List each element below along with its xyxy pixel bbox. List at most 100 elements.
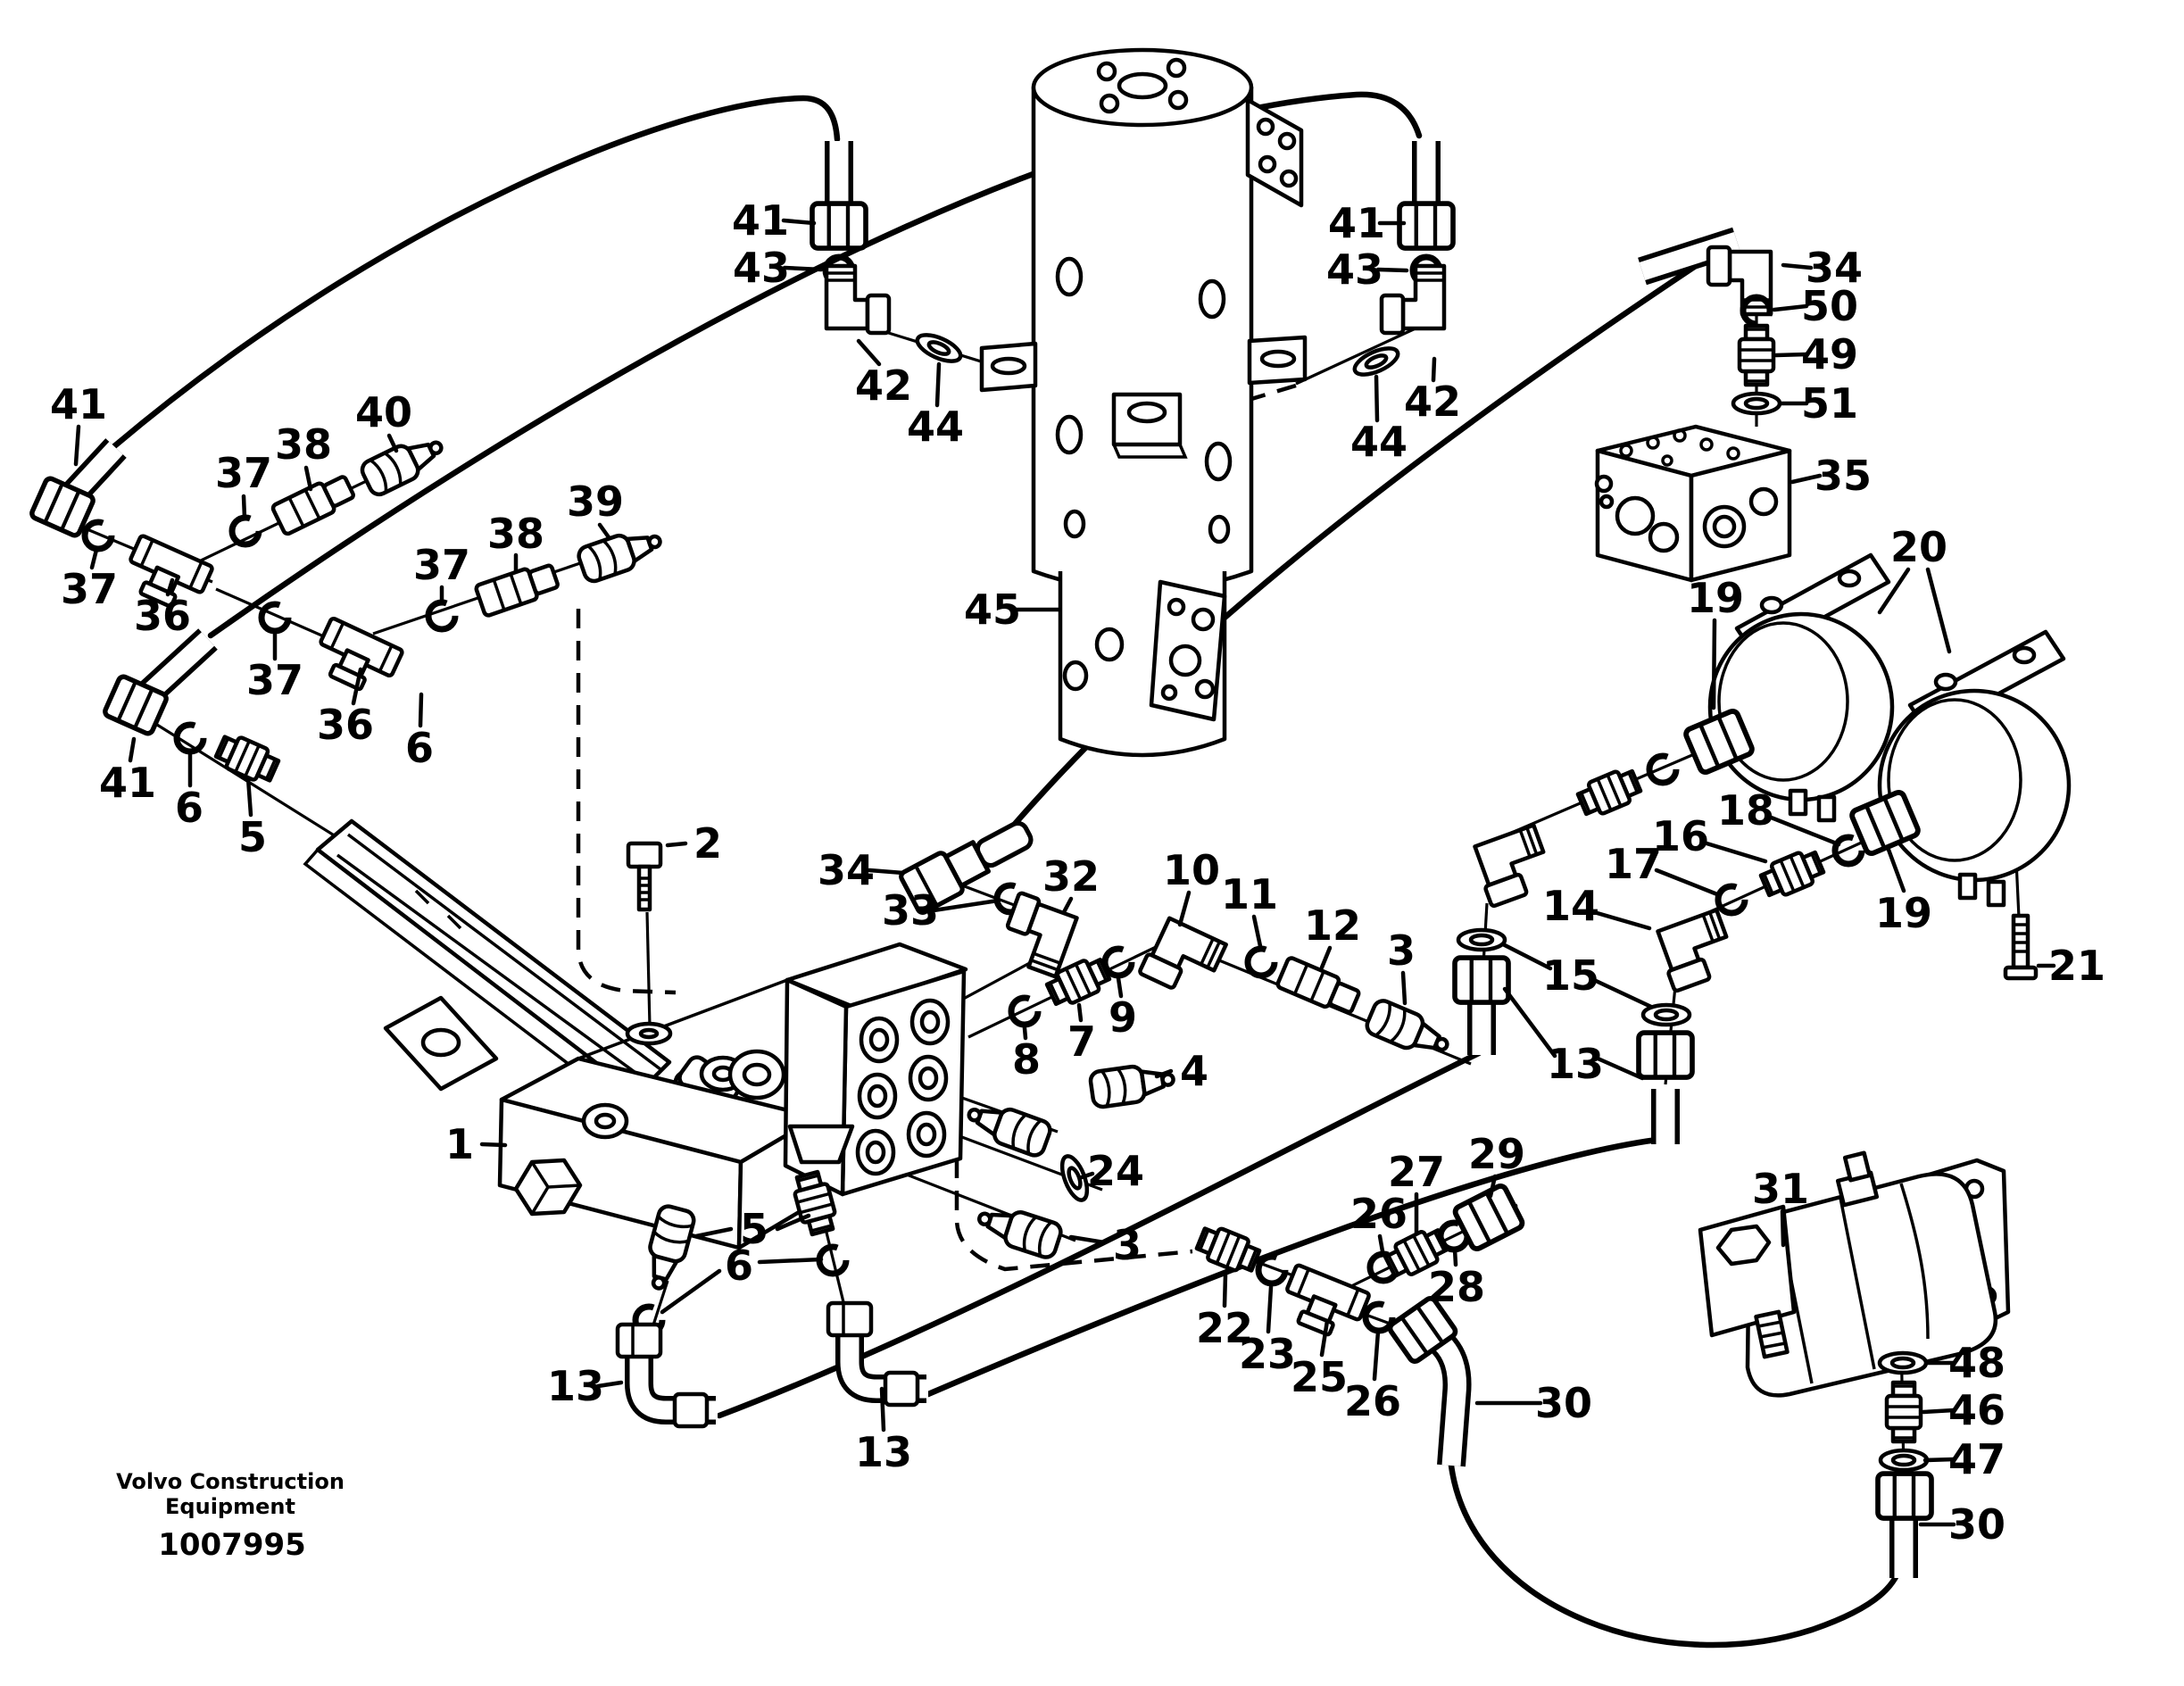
caption: Volvo Construction Equipment 1007995 [116, 1469, 345, 1563]
callout-leader-24 [1079, 1171, 1095, 1180]
callout-leader-10 [1177, 890, 1192, 927]
callout-leader-26 [1372, 1329, 1381, 1382]
diagram-graphic [1646, 436, 1660, 450]
diagram-graphic [1957, 872, 1978, 901]
callout-10: 10 [1163, 846, 1220, 894]
callout-41: 41 [50, 380, 107, 428]
callout-25: 25 [1291, 1353, 1348, 1401]
diagram-graphic [594, 1112, 617, 1130]
oring-37 [85, 522, 112, 549]
callout-leader-16 [1701, 840, 1768, 864]
callout-13: 13 [547, 1362, 604, 1410]
servo-cylinder [979, 47, 1308, 758]
callout-leader-17 [1654, 868, 1720, 897]
pressure-sensor-39 [577, 523, 666, 584]
callout-leader-5 [775, 1213, 811, 1232]
callout-leader-9 [1116, 976, 1124, 999]
hose-30-run [1448, 1462, 1906, 1649]
callout-41: 41 [99, 759, 156, 807]
pedal-valve-assembly [303, 818, 968, 1250]
diagram-graphic [918, 1066, 939, 1091]
diagram-graphic [1126, 401, 1167, 424]
callout-24: 24 [1087, 1147, 1144, 1195]
diagram-graphic [1594, 474, 1614, 494]
callout-37: 37 [215, 449, 272, 497]
diagram-graphic [576, 609, 677, 995]
callout-leader-4 [1154, 1068, 1174, 1079]
diagram-graphic [1839, 1197, 1876, 1370]
callout-leader-13 [879, 1386, 886, 1433]
washer-44 [914, 329, 964, 366]
diagram-graphic [916, 1122, 937, 1147]
callout-49: 49 [1801, 330, 1858, 378]
callout-leader-46 [1921, 1408, 1956, 1415]
elbow-nipple-42 [826, 266, 889, 333]
hose-stubs [61, 141, 1918, 1578]
callout-leader-41 [73, 424, 81, 467]
elbow-10 [1139, 917, 1226, 1001]
callout-18: 18 [1717, 786, 1774, 835]
callout-42: 42 [855, 361, 912, 410]
callout-20: 20 [1890, 523, 1947, 571]
pressure-sensor-4 [1090, 1061, 1176, 1108]
callout-30: 30 [1948, 1500, 2005, 1549]
brand-line2: Equipment [165, 1494, 295, 1519]
callout-leader-40 [386, 433, 399, 453]
diagram-graphic [1204, 441, 1233, 482]
callout-29: 29 [1468, 1130, 1525, 1178]
accumulator-sphere [1707, 611, 1895, 802]
callout-leader-3 [1400, 970, 1408, 1006]
pedal-plate [315, 818, 672, 1097]
callout-6: 6 [725, 1242, 753, 1290]
callout-51: 51 [1801, 379, 1858, 428]
diagram-graphic [1168, 644, 1202, 677]
manifold-block [1594, 424, 1792, 583]
diagram-graphic [1166, 57, 1187, 79]
diagram-graphic [1112, 444, 1188, 459]
diagram-graphic [1933, 672, 1958, 692]
callout-23: 23 [1239, 1330, 1296, 1378]
callout-leader-37 [89, 547, 99, 570]
callout-38: 38 [275, 420, 332, 469]
callout-leader-13 [1593, 1055, 1645, 1081]
diagram-graphic [1899, 1183, 1930, 1340]
callout-35: 35 [1814, 452, 1872, 500]
callout-41: 41 [732, 196, 789, 245]
callout-leader-13 [1502, 986, 1557, 1059]
callout-leader-5 [245, 776, 253, 818]
callout-37: 37 [413, 541, 470, 589]
diagram-graphic [1759, 595, 1784, 615]
bolt-2 [628, 843, 660, 909]
diagram-graphic [2012, 645, 2037, 665]
callout-41: 41 [1328, 199, 1385, 247]
diagram-graphic [1167, 89, 1189, 111]
diagram-graphic [1673, 428, 1687, 443]
hose-routes [61, 91, 1918, 1649]
servo-motor [1698, 1150, 2011, 1398]
oring-18 [1649, 756, 1676, 783]
diagram-graphic [1194, 678, 1216, 700]
callout-leader-15 [1500, 942, 1553, 971]
callout-leader-6 [418, 692, 424, 728]
diagram-graphic [1748, 486, 1779, 517]
coupling-38 [271, 472, 356, 536]
diagram-graphic [742, 1062, 772, 1087]
callout-33: 33 [882, 886, 939, 934]
callout-19: 19 [1875, 889, 1932, 937]
callout-leader-13 [595, 1380, 624, 1389]
diagram-graphic [336, 853, 650, 1084]
diagram-graphic [638, 1027, 660, 1040]
callout-leader-32 [1061, 896, 1074, 915]
callout-leader-6 [660, 1268, 722, 1315]
callout-leader-36 [351, 667, 363, 706]
diagram-graphic [1816, 794, 1837, 823]
callout-40: 40 [355, 388, 412, 436]
callout-leader-15 [1591, 977, 1654, 1009]
elbow-34 [1708, 247, 1771, 314]
diagram-graphic [1055, 414, 1084, 455]
diagram-graphic [1661, 454, 1673, 467]
diagram-graphic [1726, 446, 1740, 461]
callout-26: 26 [1344, 1377, 1401, 1425]
diagram-graphic [1256, 117, 1275, 137]
